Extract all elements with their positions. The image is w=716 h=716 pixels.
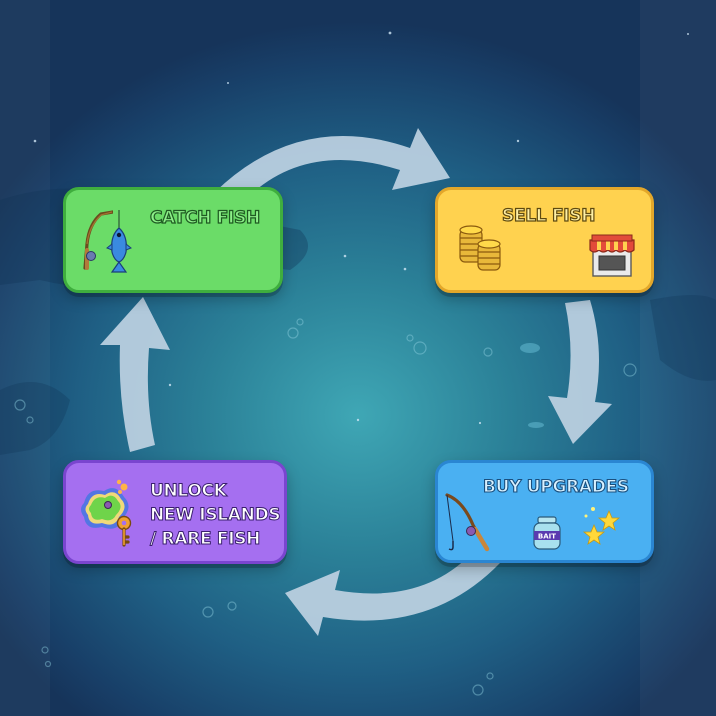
step-card-buy-upgrades[interactable]: BAIT BUY UPGRADES xyxy=(435,460,654,563)
arrow-unlock-to-catch xyxy=(100,297,170,452)
coin-stack-icon xyxy=(459,225,501,271)
fishing-rod-icon xyxy=(445,493,490,552)
step-card-sell-fish[interactable]: SELL FISH xyxy=(435,187,654,293)
arrow-catch-to-sell xyxy=(215,128,450,200)
key-icon xyxy=(116,515,132,547)
svg-text:BAIT: BAIT xyxy=(538,533,556,541)
shop-stall-icon xyxy=(589,234,635,277)
step-title-unlock: UNLOCK NEW ISLANDS / RARE FISH xyxy=(149,481,281,550)
island-icon xyxy=(81,479,129,529)
fish-icon xyxy=(106,210,132,273)
step-title-buy-upgrades: BUY UPGRADES xyxy=(482,476,629,497)
bait-jar-icon: BAIT xyxy=(533,516,561,550)
step-card-unlock[interactable]: UNLOCK NEW ISLANDS / RARE FISH xyxy=(63,460,287,564)
arrow-upgrade-to-unlock xyxy=(285,555,500,636)
fishing-rod-icon xyxy=(83,210,113,270)
stars-icon xyxy=(582,507,621,545)
arrow-sell-to-upgrade xyxy=(548,300,612,444)
step-card-catch-fish[interactable]: CATCH FISH xyxy=(63,187,283,293)
step-title-sell-fish: SELL FISH xyxy=(501,205,596,226)
step-title-catch-fish: CATCH FISH xyxy=(149,207,260,228)
